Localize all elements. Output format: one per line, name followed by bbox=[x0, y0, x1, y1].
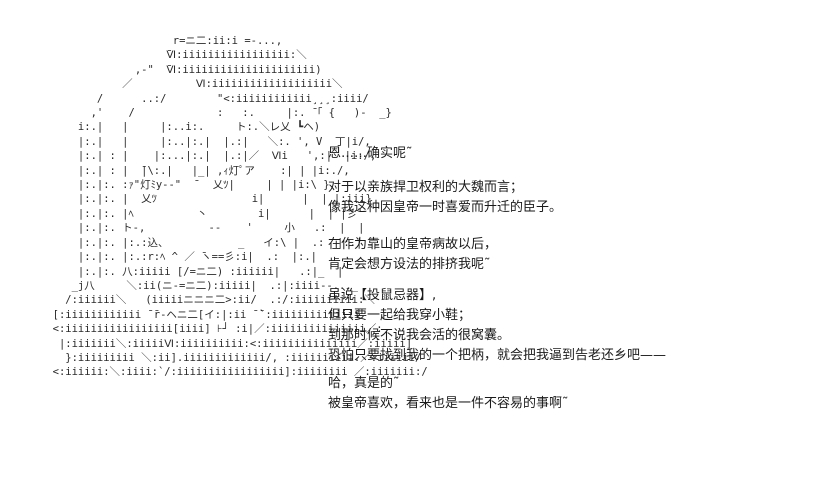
dialogue-line: 到那时候不说我会活的很窝囊。 bbox=[328, 328, 511, 343]
dialogue-block-2: 对于以亲族捍卫权利的大魏而言； 像我这种因皇帝一时喜爱而升迁的臣子。 bbox=[328, 178, 562, 218]
dialogue-line: 虽说【投鼠忌器】, bbox=[328, 288, 437, 303]
dialogue-line: 恐怕只要找到我的一个把柄，就会把我逼到告老还乡吧—— bbox=[328, 348, 667, 363]
dialogue-line: 在作为靠山的皇帝病故以后， bbox=[328, 237, 498, 252]
dialogue-line: 肯定会想方设法的排挤我呢˜ bbox=[328, 257, 491, 272]
dialogue-line: 哈，真是的˜ bbox=[328, 376, 400, 391]
dialogue-block-3: 在作为靠山的皇帝病故以后， 肯定会想方设法的排挤我呢˜ bbox=[328, 235, 497, 275]
ascii-art-figure: r=ニ二:ii:i =-..., ̄Ⅵ:iiiiiiiiiiiiiiiii:＼ … bbox=[52, 35, 428, 379]
dialogue-line: 恩……确实呢˜ bbox=[328, 146, 413, 161]
dialogue-block-4: 虽说【投鼠忌器】, 但只要一起给我穿小鞋； 到那时候不说我会活的很窝囊。 恐怕只… bbox=[328, 286, 666, 366]
dialogue-line: 但只要一起给我穿小鞋； bbox=[328, 308, 472, 323]
dialogue-line: 被皇帝喜欢，看来也是一件不容易的事啊˜ bbox=[328, 396, 569, 411]
dialogue-block-1: 恩……确实呢˜ bbox=[328, 144, 413, 164]
dialogue-line: 对于以亲族捍卫权利的大魏而言； bbox=[328, 180, 524, 195]
dialogue-block-5: 哈，真是的˜ 被皇帝喜欢，看来也是一件不容易的事啊˜ bbox=[328, 374, 569, 414]
dialogue-line: 像我这种因皇帝一时喜爱而升迁的臣子。 bbox=[328, 200, 563, 215]
